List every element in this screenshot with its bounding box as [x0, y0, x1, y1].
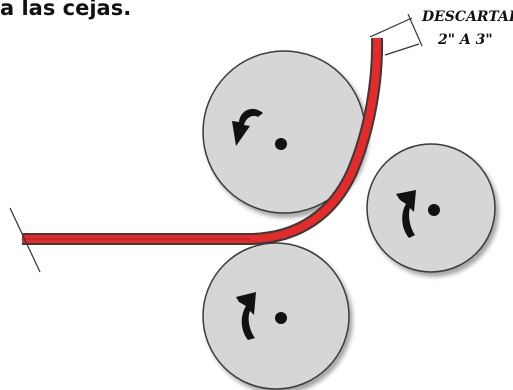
- roller-right-rotation-arrow-icon: [396, 190, 416, 238]
- roller-bottom: [202, 242, 350, 390]
- roller-bottom-axle: [275, 312, 287, 324]
- roller-right-axle: [428, 204, 440, 216]
- strip-cut-line: [9, 207, 41, 273]
- discard-marker: [369, 13, 423, 56]
- discard-length: 2" A 3": [437, 32, 493, 48]
- roller-bottom-rotation-arrow-icon: [236, 292, 256, 340]
- roller-top-axle: [275, 138, 287, 150]
- roller-top-rotation-arrow-icon: [232, 108, 263, 146]
- title-fragment: a las cejas.: [0, 0, 132, 20]
- roller-top: [202, 50, 366, 214]
- roller-right: [366, 143, 496, 273]
- metal-strip: [22, 37, 384, 245]
- discard-label: DESCARTAR: [421, 9, 513, 25]
